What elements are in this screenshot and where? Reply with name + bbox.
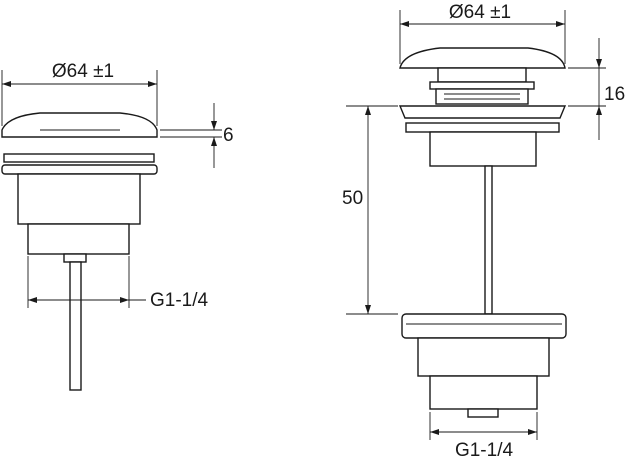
- right-flange: [398, 105, 567, 119]
- left-height-dimension: 6: [160, 103, 234, 168]
- right-depth-dimension: 50: [342, 105, 398, 315]
- left-thread: [27, 223, 130, 255]
- right-cap: [399, 47, 566, 69]
- right-lower-flange: [401, 313, 567, 339]
- left-diameter-label: Ø64 ±1: [52, 61, 114, 82]
- right-flange-ring: [405, 122, 560, 133]
- right-lower-outlet: [467, 408, 499, 418]
- left-height-label: 6: [223, 125, 234, 146]
- right-diameter-dimension: Ø64 ±1: [399, 2, 566, 64]
- right-depth-label: 50: [342, 188, 363, 209]
- right-seal: [429, 81, 535, 90]
- left-view-closed-waste: [1, 112, 158, 391]
- right-lift-dimension: 16: [568, 38, 625, 140]
- right-view-open-waste: [398, 47, 567, 418]
- left-flange: [3, 153, 155, 163]
- left-thread-label: G1-1/4: [150, 290, 209, 311]
- right-lift-label: 16: [604, 84, 625, 105]
- right-thread-label: G1-1/4: [455, 440, 514, 460]
- left-connector: [63, 253, 87, 263]
- right-cap-stem: [437, 67, 527, 83]
- right-diameter-label: Ø64 ±1: [449, 2, 511, 23]
- right-thread-dimension: G1-1/4: [429, 412, 538, 460]
- left-cap: [1, 112, 158, 138]
- right-body: [429, 131, 537, 167]
- right-rod: [484, 165, 493, 315]
- left-thread-dimension: G1-1/4: [27, 256, 209, 311]
- left-body: [17, 173, 141, 225]
- right-lower-body: [417, 337, 550, 377]
- right-seal-lower: [435, 88, 529, 105]
- left-diameter-dimension: Ø64 ±1: [1, 61, 158, 126]
- left-tailpiece: [69, 261, 82, 391]
- left-flange-ring: [1, 164, 158, 175]
- right-lower-thread: [429, 375, 538, 410]
